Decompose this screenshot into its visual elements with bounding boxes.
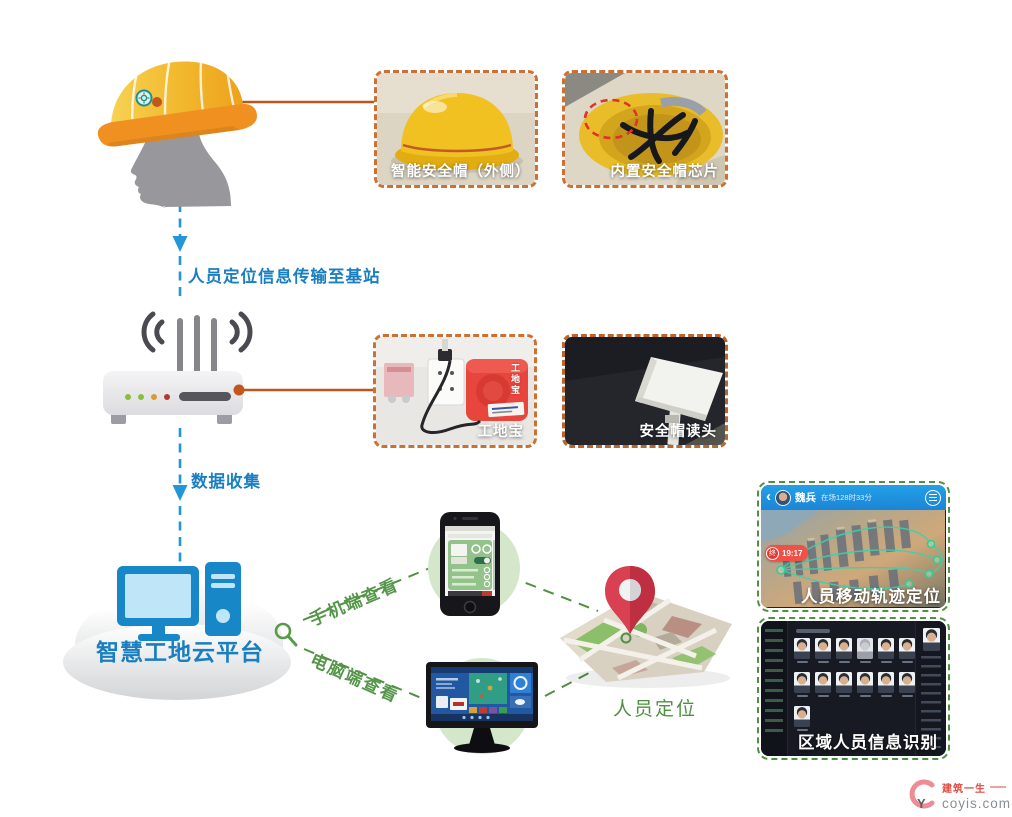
brand-divider: [990, 786, 1006, 788]
person-card: [878, 638, 894, 666]
phone-app-rows: [452, 566, 491, 588]
router-slot: [179, 392, 231, 401]
helmet-brim: [97, 103, 258, 147]
selected-person-photo: [922, 628, 940, 651]
map-label: 人员定位: [612, 699, 697, 720]
router-foot: [217, 413, 232, 424]
worker-helmet-icon: [97, 60, 258, 208]
badge-time: 19:17: [782, 548, 803, 558]
brim-shadow: [107, 126, 239, 147]
pc-view-label: 电脑端查看: [307, 650, 402, 707]
personnel-photo-grid: [794, 638, 920, 734]
phone-icon: [428, 512, 520, 616]
site-device-image: [376, 337, 534, 445]
person-card: [815, 672, 831, 700]
person-status: 在场128时33分: [821, 493, 872, 502]
person-card: [899, 638, 915, 666]
trajectory-caption: 人员移动轨迹定位: [801, 588, 941, 606]
arrow-down-icon: [172, 236, 188, 252]
map-icon: [560, 566, 732, 688]
helmet-straps: [620, 108, 698, 164]
recognition-caption: 区域人员信息识别: [798, 734, 938, 752]
location-pin-icon: [605, 566, 655, 644]
person-card: [815, 638, 831, 666]
cloud-platform-icon: [63, 562, 291, 700]
helmet-reader-image: [565, 337, 725, 445]
person-card: [794, 638, 810, 666]
desktop-tiles: [436, 673, 531, 713]
photo-site-device: 工地宝 工地宝: [373, 334, 537, 448]
watermark-logo: Y 建筑一生 coyis.com: [905, 778, 1011, 812]
trajectory-nodes: [776, 539, 942, 599]
chip-highlight-circle: [583, 98, 639, 140]
photo-helmet-outside: 智能安全帽（外侧）: [374, 70, 538, 188]
collect-label: 数据收集: [191, 473, 261, 491]
brand-site: coyis.com: [942, 795, 1012, 811]
person-card: [878, 672, 894, 700]
device-vertical-label: 工地宝: [510, 363, 520, 396]
logo-cy-icon: Y: [909, 779, 935, 811]
time-badge: 终 19:17: [765, 545, 809, 561]
sidebar-tree: [761, 621, 788, 756]
detail-panel: [915, 621, 946, 756]
router-antennas: [177, 315, 217, 374]
photo-caption: 工地宝: [477, 424, 524, 440]
photo-caption: 内置安全帽芯片: [610, 164, 719, 180]
grid-title-bar: [796, 629, 830, 633]
menu-icon: [925, 489, 941, 506]
logo-y: Y: [917, 796, 926, 811]
person-name: 魏兵: [795, 492, 816, 504]
person-card: [836, 638, 852, 666]
connector-dot: [152, 97, 162, 107]
head-silhouette: [130, 134, 231, 208]
person-card: [794, 672, 810, 700]
router-body: [103, 371, 243, 415]
router-leds: [125, 394, 170, 400]
recognition-screenshot: 区域人员信息识别: [757, 617, 950, 760]
computer-icon: [117, 562, 241, 641]
person-card: [899, 672, 915, 700]
badge-marker: 终: [766, 546, 779, 560]
person-card-placeholder: [857, 638, 873, 666]
photo-caption: 安全帽读头: [639, 424, 717, 440]
cloud-platform-label: 智慧工地云平台: [96, 639, 264, 665]
connector-dot: [233, 384, 245, 396]
monitor-icon: [426, 658, 538, 754]
base-station-icon: [103, 311, 253, 424]
avatar: [775, 489, 791, 506]
photo-caption: 智能安全帽（外侧）: [391, 164, 531, 180]
helmet-chip-image: [565, 73, 725, 185]
photo-helmet-reader: 安全帽读头: [562, 334, 728, 448]
photo-helmet-chip: 内置安全帽芯片: [562, 70, 728, 188]
detail-text-rows: [921, 656, 941, 748]
transmit-label: 人员定位信息传输至基站: [188, 268, 381, 286]
map-roads: [563, 597, 718, 681]
person-card: [836, 672, 852, 700]
chip-icon: [135, 89, 153, 107]
wifi-signal-icon: [141, 311, 253, 353]
arrow-down-icon: [172, 485, 188, 501]
app-header: ‹ 魏兵 在场128时33分: [761, 485, 946, 510]
trajectory-screenshot: ‹ 魏兵 在场128时33分 终 19:17 人员移动轨迹定位: [757, 481, 950, 612]
person-card: [857, 672, 873, 700]
mobile-view-label: 手机端查看: [306, 575, 402, 630]
helmet-outside-image: [377, 73, 535, 185]
person-card: [794, 706, 810, 734]
brand-name: 建筑一生: [942, 783, 986, 795]
magnifier-icon: [274, 622, 298, 647]
back-icon: ‹: [766, 488, 771, 505]
router-foot: [111, 413, 126, 424]
